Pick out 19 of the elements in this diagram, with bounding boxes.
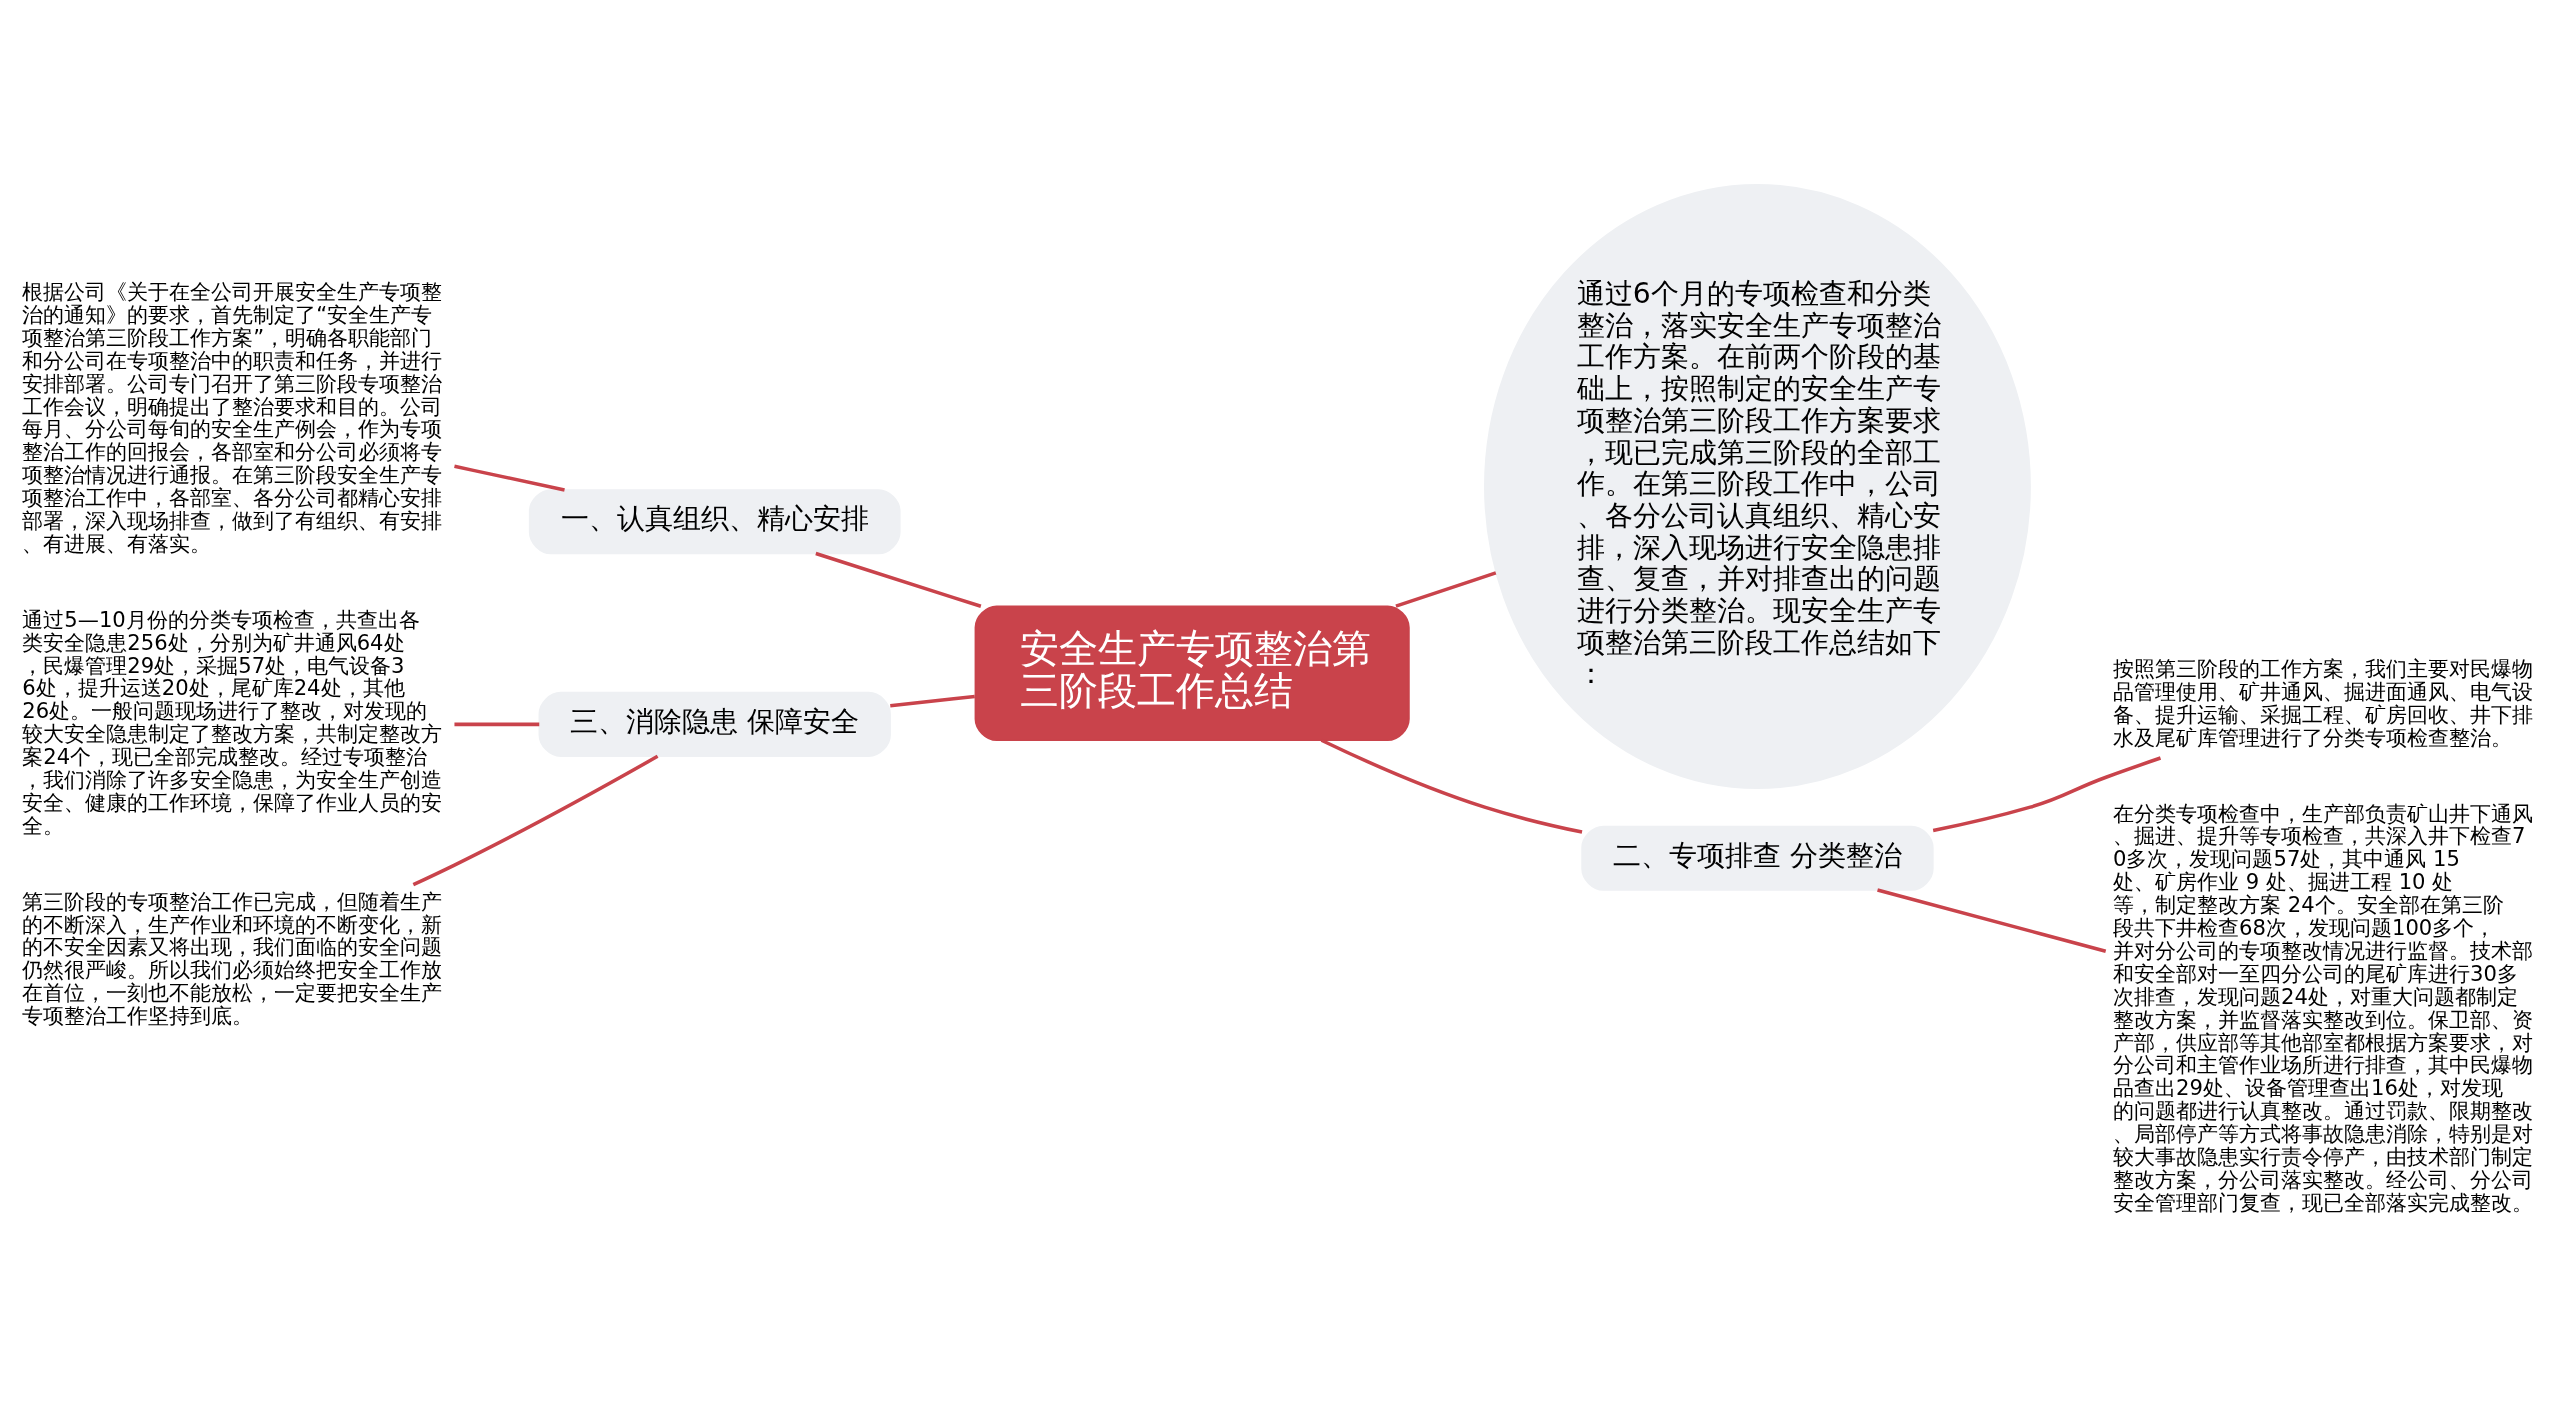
connector (412, 754, 659, 886)
node-box: 安全生产专项整治第三阶段工作总结 (974, 604, 1410, 741)
node-box: 二、专项排查 分类整治 (1581, 825, 1934, 891)
node-box: 三、消除隐患 保障安全 (538, 691, 891, 757)
node-text: 第三阶段的专项整治工作已完成，但随着生产的不断深入，生产作业和环境的不断变化，新的不安全因素又将出现，我们面临的安全问题仍然很严峻。所以我们必须始终把安全工作放在首位，一刻也不能放松，一定要把安全生产专项整治工作坚持到底。 (22, 888, 443, 1028)
node-text: 通过5—10月份的分类专项检查，共查出各类安全隐患256处，分别为矿井通风64处，民爆管理29处，采掘57处，电气设备36处，提升运送20处，尾矿库24处，其他26处。一般问题现场进行了整改，对发现的较大安全隐患制定了整改方案，共制定整改方案24个，现已全部完成整改。经过专项整治，我们消除了许多安全隐患，为安全生产创造安全、健康的工作环境，保障了作业人员的安全。 (22, 606, 443, 838)
connector (454, 722, 540, 726)
connector (890, 694, 975, 707)
connector (454, 464, 565, 492)
node-text: 在分类专项检查中，生产部负责矿山井下通风、掘进、提升等专项检查，共深入井下检查70多次，发现问题57处，其中通风 15 处、矿房作业 9 处、掘进工程 10 处等，制定整改方案 24个。安全部在第三阶段共下井检查68次，发现问题100多个，并对分公司的专项整改情况进行监督。技术部和安全部对一至四分公司的尾矿库进行30多次排查，发现问题24处，对重大问题都制定整改方案，并监督落实整改到位。保卫部、资产部，供应部等其他部室都根据方案要求，对分公司和主管作业场所进行排查，其中民爆物品查出29处、设备管理查出16处，对发现的问题都进行认真整改。通过罚款、限期整改、局部停产等方式将事故隐患消除，特别是对较大事故隐患实行责令停产，由技术部门制定整改方案，分公司落实整改。经公司、分公司安全管理部门复查，现已全部落实完成整改。 (2113, 800, 2534, 1215)
node-text: 根据公司《关于在全公司开展安全生产专项整治的通知》的要求，首先制定了“安全生产专项整治第三阶段工作方案”，明确各职能部门和分公司在专项整治中的职责和任务，并进行安排部署。公司专门召开了第三阶段专项整治工作会议，明确提出了整治要求和目的。公司每月、分公司每旬的安全生产例会，作为专项整治工作的回报会，各部室和分公司必须将专项整治情况进行通报。在第三阶段安全生产专项整治工作中，各部室、各分公司都精心安排部署，深入现场排查，做到了有组织、有安排、有进展、有落实。 (22, 278, 443, 556)
node-box: 一、认真组织、精心安排 (528, 488, 901, 554)
connector (1877, 887, 2107, 953)
node-text: 按照第三阶段的工作方案，我们主要对民爆物品管理使用、矿井通风、掘进面通风、电气设备、提升运输、采掘工程、矿房回收、井下排水及尾矿库管理进行了分类专项检查整治。 (2113, 655, 2534, 750)
connector (1320, 738, 1583, 834)
connector (815, 551, 982, 608)
node-circle: 通过6个月的专项检查和分类整治，落实安全生产专项整治工作方案。在前两个阶段的基础上，按照制定的安全生产专项整治第三阶段工作方案要求，现已完成第三阶段的全部工作。在第三阶段工作中，公司、各分公司认真组织、精心安排，深入现场进行安全隐患排查、复查，并对排查出的问题进行分类整治。现安全生产专项整治第三阶段工作总结如下： (1484, 183, 2031, 789)
connector (1932, 755, 2162, 832)
connector (1395, 570, 1497, 608)
